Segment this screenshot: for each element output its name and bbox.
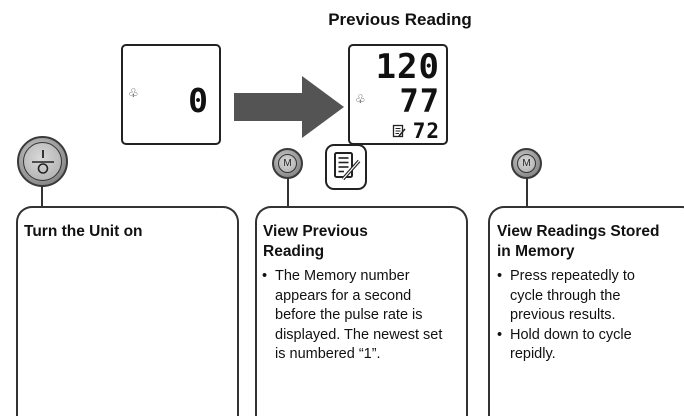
- panel-view-memory: View Readings Stored in Memory Press rep…: [488, 206, 684, 416]
- panel-title: Turn the Unit on: [24, 223, 143, 240]
- heart-symbol-icon: ♧: [128, 86, 139, 100]
- pulse-value: 72: [412, 119, 440, 143]
- bullet-list: Press repeatedly to cycle through the pr…: [497, 267, 667, 365]
- diastolic-value: 77: [399, 82, 440, 120]
- memo-small-icon: [392, 124, 406, 138]
- page-title: Previous Reading: [328, 10, 472, 29]
- connector-line: [287, 178, 289, 207]
- bullet-list: The Memory number appears for a second b…: [262, 267, 454, 365]
- power-icon: [23, 142, 62, 181]
- panel-turn-on: Turn the Unit on: [16, 206, 239, 416]
- panel-view-previous: View Previous Reading The Memory number …: [255, 206, 468, 416]
- bullet-item: The Memory number appears for a second b…: [262, 267, 454, 365]
- display-right: 120 ♧ 77 72: [348, 44, 448, 145]
- arrow-right-icon: [234, 76, 344, 138]
- connector-line: [526, 178, 528, 207]
- memory-button-icon: M: [278, 154, 297, 173]
- memory-button-icon: M: [517, 154, 536, 173]
- heart-symbol-icon: ♧: [355, 92, 366, 106]
- connector-line: [41, 186, 43, 207]
- power-button[interactable]: [17, 136, 68, 187]
- display-left-value: 0: [188, 81, 209, 120]
- memo-icon: [325, 144, 367, 190]
- bullet-item: Press repeatedly to cycle through the pr…: [497, 267, 667, 326]
- systolic-value: 120: [375, 47, 440, 87]
- panel-title: View Readings Stored in Memory: [497, 223, 660, 260]
- panel-title: View Previous Reading: [263, 223, 368, 260]
- display-left: ♧ 0: [121, 44, 221, 145]
- memory-button[interactable]: M: [272, 148, 303, 179]
- bullet-item: Hold down to cycle repidly.: [497, 326, 667, 365]
- memory-button[interactable]: M: [511, 148, 542, 179]
